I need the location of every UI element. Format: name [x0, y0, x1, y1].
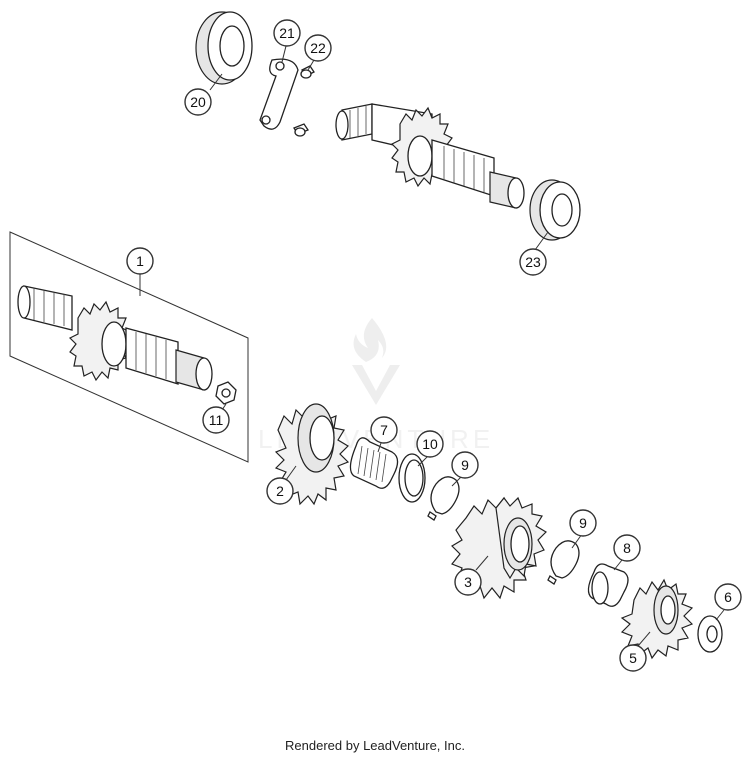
callout-22: 22 [304, 34, 332, 62]
callout-9b: 9 [569, 509, 597, 537]
part-bushing-8 [587, 563, 629, 607]
callout-7-label: 7 [380, 422, 388, 438]
callout-3-label: 3 [464, 574, 472, 590]
callout-7: 7 [370, 416, 398, 444]
part-bearing-23 [529, 179, 581, 241]
part-washer-6 [697, 615, 723, 653]
callout-1-label: 1 [136, 253, 144, 269]
part-nut-11 [215, 381, 237, 405]
callout-9b-label: 9 [579, 515, 587, 531]
callout-10-label: 10 [422, 436, 438, 452]
part-gear-5 [620, 578, 694, 660]
part-upper-shaft [335, 103, 525, 209]
callout-23-label: 23 [525, 254, 541, 270]
part-screws-22 [293, 65, 315, 137]
part-needle-bearing-7 [349, 437, 399, 489]
callout-6: 6 [714, 583, 742, 611]
callout-8-label: 8 [623, 540, 631, 556]
callout-20-label: 20 [190, 94, 206, 110]
footer-credit: Rendered by LeadVenture, Inc. [285, 738, 465, 753]
callout-5: 5 [619, 644, 647, 672]
part-circlip-9a [427, 476, 460, 521]
callout-11-label: 11 [209, 412, 224, 428]
part-gear-2 [274, 403, 350, 506]
callout-2-label: 2 [276, 483, 284, 499]
callout-9a-label: 9 [461, 457, 469, 473]
callout-5-label: 5 [629, 650, 637, 666]
callout-10: 10 [416, 430, 444, 458]
part-washer-10 [398, 453, 426, 503]
callout-8: 8 [613, 534, 641, 562]
callout-21: 21 [273, 19, 301, 47]
part-main-shaft-box-1 [9, 231, 249, 463]
part-circlip-9b [547, 540, 580, 585]
part-retaining-plate-21 [259, 58, 299, 130]
callout-11: 11 [202, 406, 230, 434]
callout-2: 2 [266, 477, 294, 505]
callout-6-label: 6 [724, 589, 732, 605]
callout-21-label: 21 [279, 25, 295, 41]
callout-23: 23 [519, 248, 547, 276]
callout-20: 20 [184, 88, 212, 116]
callout-22-label: 22 [310, 40, 326, 56]
part-bearing-20 [195, 11, 253, 85]
callout-9a: 9 [451, 451, 479, 479]
callout-3: 3 [454, 568, 482, 596]
callout-1: 1 [126, 247, 154, 275]
